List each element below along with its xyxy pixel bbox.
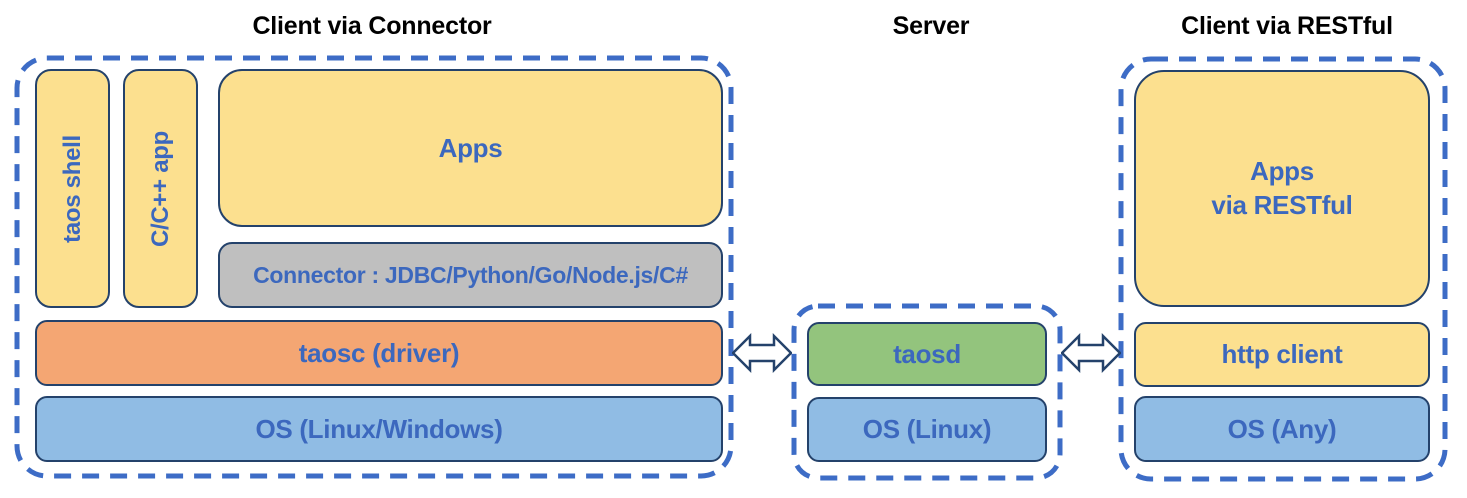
http-client-box: http client [1134,322,1430,387]
cpp-app-label: C/C++ app [146,130,174,247]
os-linux-box: OS (Linux) [807,397,1047,462]
bidirectional-arrow-icon [1061,332,1121,374]
title-server: Server [892,12,970,40]
apps-via-restful-label-line1: Apps [1250,155,1314,186]
title-client-via-restful: Client via RESTful [1181,12,1393,40]
taos-shell-box: taos shell [35,69,110,308]
client-restful-dashed-container [1118,56,1448,482]
os-linux-windows-box: OS (Linux/Windows) [35,396,723,462]
apps-box: Apps [218,69,723,227]
taosc-driver-box: taosc (driver) [35,320,723,386]
connector-box: Connector : JDBC/Python/Go/Node.js/C# [218,242,723,308]
taos-shell-label: taos shell [58,134,86,243]
client-connector-dashed-container [14,55,734,479]
title-client-via-connector: Client via Connector [252,12,492,40]
os-any-box: OS (Any) [1134,396,1430,462]
apps-via-restful-box: Apps via RESTful [1134,70,1430,307]
cpp-app-box: C/C++ app [123,69,198,308]
bidirectional-arrow-icon [732,332,792,374]
apps-via-restful-label-line2: via RESTful [1211,189,1353,220]
taosd-box: taosd [807,322,1047,386]
server-dashed-container [791,303,1063,481]
